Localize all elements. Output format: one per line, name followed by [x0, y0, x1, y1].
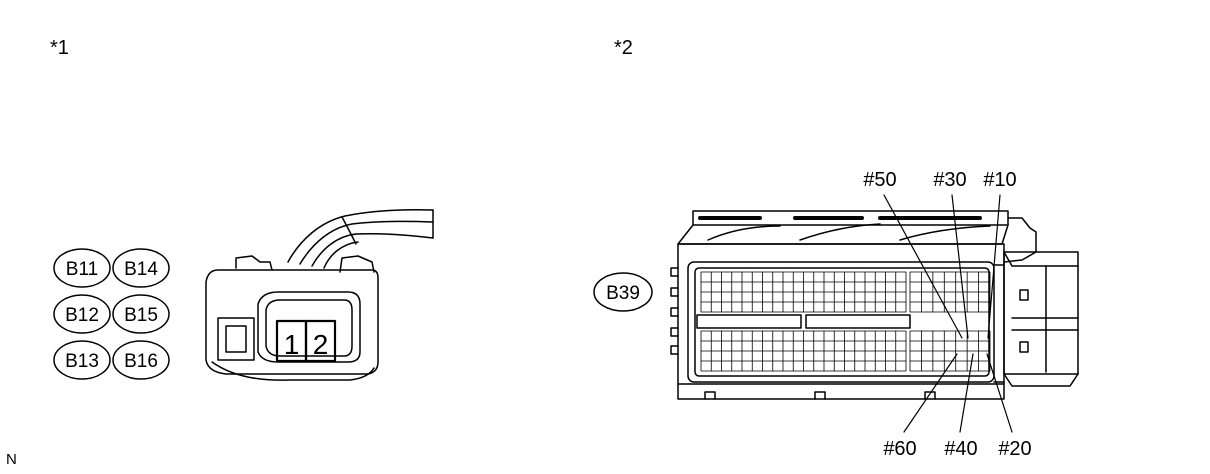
- two-pin-connector: 1 2: [205, 209, 434, 381]
- code-b11: B11: [66, 259, 98, 280]
- code-b39: B39: [606, 283, 640, 304]
- code-oval-b11: [53, 248, 111, 288]
- multi-pin-connector: #50 #30 #10 #60 #40 #20: [670, 169, 1079, 460]
- lock-window: [217, 317, 255, 361]
- pin-2-label: 2: [313, 329, 329, 360]
- pin-label-30: #30: [933, 169, 966, 191]
- pin-grids: [700, 271, 991, 372]
- pin-label-50: #50: [863, 169, 896, 191]
- pin-label-10: #10: [983, 169, 1016, 191]
- leader-lines: [883, 194, 1013, 433]
- figure-2-marker: *2: [614, 37, 633, 59]
- code-oval-b13: [53, 340, 111, 380]
- latch-tab-right: [339, 255, 375, 273]
- code-oval-b15: [112, 294, 170, 334]
- code-b16: B16: [124, 351, 158, 372]
- code-oval-b39-group: B39: [593, 272, 653, 312]
- side-plug: [1003, 251, 1079, 375]
- code-b14: B14: [124, 259, 158, 280]
- code-oval-b12: [53, 294, 111, 334]
- pin-label-20: #20: [998, 438, 1031, 460]
- pin-cell-2: [304, 319, 337, 363]
- pin-label-40: #40: [944, 438, 977, 460]
- code-oval-b39: [593, 272, 653, 312]
- code-b15: B15: [124, 305, 158, 326]
- code-b12: B12: [65, 305, 99, 326]
- wire-harness: [287, 209, 434, 263]
- footer-code: N: [6, 451, 17, 468]
- pin-label-60: #60: [883, 438, 916, 460]
- code-b13: B13: [65, 351, 99, 372]
- pin-1-label: 1: [284, 329, 300, 360]
- code-oval-b14: [112, 248, 170, 288]
- latch-tab-left: [235, 255, 273, 271]
- pin-cavity: [687, 261, 995, 383]
- figure-1-marker: *1: [50, 37, 69, 59]
- connector-code-ovals: B11 B14 B12 B15 B13 B16: [53, 248, 170, 380]
- code-oval-b16: [112, 340, 170, 380]
